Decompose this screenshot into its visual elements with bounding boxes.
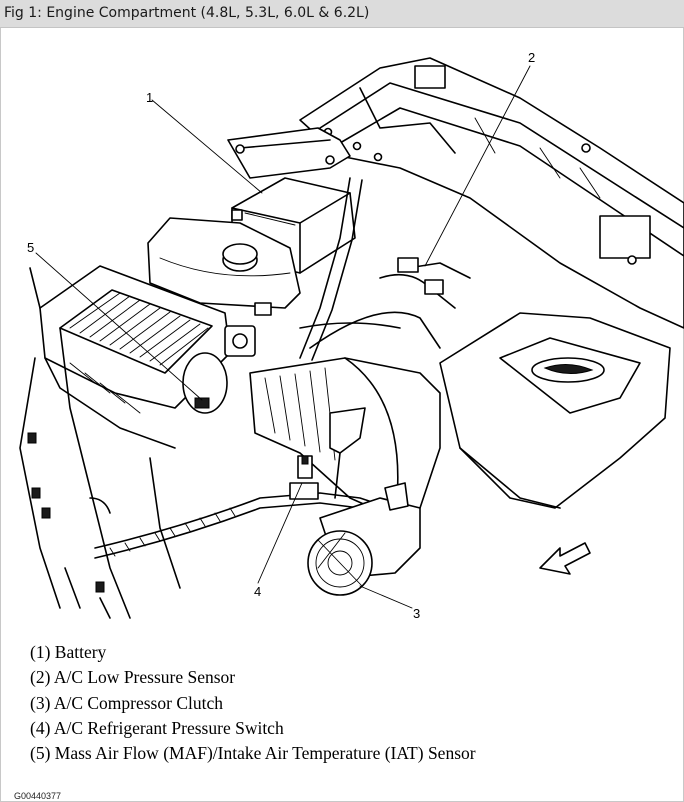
air-filter-box: [39, 265, 231, 449]
callout-number-2: 2: [528, 50, 535, 65]
legend-item-5: (5) Mass Air Flow (MAF)/Intake Air Tempe…: [30, 743, 476, 764]
leader-lines: [35, 65, 531, 609]
front-arrow-icon: [539, 542, 591, 575]
callout-number-3: 3: [413, 606, 420, 621]
legend-item-2: (2) A/C Low Pressure Sensor: [30, 667, 236, 688]
leader-line-4: [257, 482, 303, 584]
legend-item-4: (4) A/C Refrigerant Pressure Switch: [30, 717, 284, 738]
coolant-reservoir: [147, 217, 301, 316]
callout-number-4: 4: [254, 584, 261, 599]
leader-line-1: [151, 99, 263, 194]
bracket: [329, 407, 366, 499]
hoses: [299, 177, 471, 361]
callout-number-1: 1: [146, 90, 153, 105]
engine-cover: [439, 312, 671, 509]
maf-sensor: [182, 325, 256, 414]
refrigerant-line: [64, 455, 391, 619]
fender: [19, 267, 181, 619]
cowl-panel: [299, 57, 684, 329]
title-bar: Fig 1: Engine Compartment (4.8L, 5.3L, 6…: [0, 0, 684, 28]
leader-line-2: [424, 65, 531, 267]
cross-bar: [227, 127, 351, 179]
figure-title: Fig 1: Engine Compartment (4.8L, 5.3L, 6…: [4, 5, 370, 21]
ac-compressor: [307, 482, 421, 596]
legend-item-1: (1) Battery: [30, 642, 107, 662]
callout-number-5: 5: [27, 240, 34, 255]
legend-item-3: (3) A/C Compressor Clutch: [30, 692, 223, 713]
leader-line-5: [35, 252, 203, 401]
engine-compartment-diagram: 1 2 3 4 5: [19, 50, 684, 621]
figure-id: G00440377: [14, 791, 62, 801]
leader-line-3: [359, 585, 413, 609]
callout-legend: (1) Battery (2) A/C Low Pressure Sensor …: [30, 640, 476, 766]
